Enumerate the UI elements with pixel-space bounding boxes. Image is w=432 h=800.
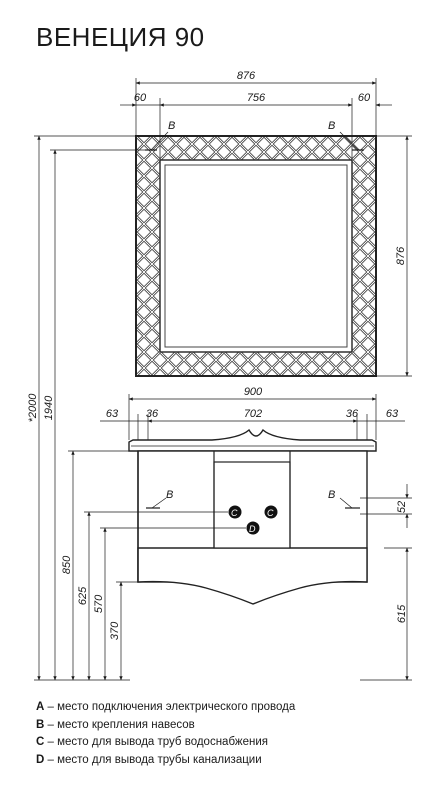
height-625: 625 [77,586,89,605]
legend-text: – место крепления навесов [44,718,195,731]
height-570: 570 [93,594,105,613]
drain-outlet-d: D [249,524,256,534]
legend-key: B [36,718,45,731]
legend-item-d: D – место для вывода трубы канализации [36,752,295,770]
height-total: *2000 [27,393,39,423]
cabinet-apron [137,547,368,605]
legend-item-b: B – место крепления навесов [36,717,295,735]
height-mirror-mount: 1940 [43,395,55,420]
legend-text: – место для вывода трубы канализации [44,753,262,766]
mirror-inner-width: 756 [247,92,266,104]
cabinet-right-dimensions [360,484,412,681]
cabinet-mark-b-left-leader [151,497,167,509]
cabinet-drawer-center [213,461,291,549]
mirror-mark-b-right: B [328,120,335,132]
legend-item-c: C – место для вывода труб водоснабжения [36,734,295,752]
cabinet-right-side: 36 [346,408,359,420]
cabinet-width-total: 900 [244,386,263,398]
height-370: 370 [109,621,121,640]
cabinet: C C D B B [128,428,377,605]
legend-text: – место подключения электрического прово… [44,701,296,713]
mirror-top-dimensions [120,78,392,160]
legend-key: D [36,753,45,766]
cabinet-top-dimensions [100,394,405,440]
page-title: ВЕНЕЦИЯ 90 [36,22,205,52]
mirror-width-total: 876 [237,70,256,82]
cabinet-right-overhang: 63 [386,408,399,420]
cabinet-inner-width: 702 [244,408,262,420]
countertop [128,428,377,452]
legend: A – место подключения электрического про… [36,699,295,769]
mirror-inner-border [164,164,348,348]
legend-key: C [36,736,45,749]
legend-key: A [36,701,45,713]
mirror-mark-b-right-leader [339,131,359,151]
drain-outlet-d-marker [246,521,260,535]
height-dimensions [34,135,246,681]
legend-text: – место для вывода труб водоснабжения [44,736,269,749]
water-outlet-c1: C [231,508,238,518]
mirror-height-dimension [376,135,412,377]
cabinet-left-overhang: 63 [106,408,119,420]
legend-item-a: A – место подключения электрического про… [36,699,295,717]
water-outlet-c1-marker [228,505,242,519]
mirror-left-frame: 60 [134,92,147,104]
water-outlet-c2-marker [264,505,278,519]
mirror-right-frame: 60 [358,92,371,104]
cabinet-side-offset: 52 [396,501,408,513]
cabinet-height-right: 615 [396,604,408,623]
height-top: 850 [61,555,73,574]
cabinet-left-side: 36 [146,408,159,420]
mirror-mark-b-left: B [168,120,175,132]
mirror-height: 876 [395,246,407,265]
cabinet-mark-b-right: B [328,489,335,501]
water-outlet-c2: C [267,508,274,518]
mirror: B B [135,120,377,377]
mirror-mark-b-left-leader [150,131,169,151]
cabinet-mark-b-right-leader [339,497,353,509]
mirror-glass [159,159,353,353]
cabinet-mark-b-left: B [166,489,173,501]
